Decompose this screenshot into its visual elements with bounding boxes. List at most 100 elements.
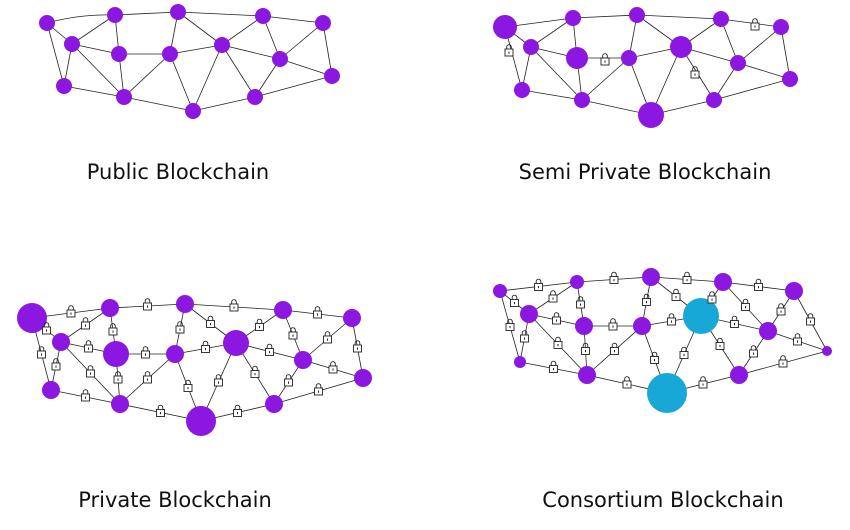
node xyxy=(162,46,178,62)
padlock-icon xyxy=(206,315,215,328)
node xyxy=(52,333,70,351)
padlock-icon xyxy=(650,351,659,364)
padlock-icon xyxy=(314,383,323,396)
padlock-icon xyxy=(690,66,700,79)
padlock-icon xyxy=(549,360,558,373)
node xyxy=(638,102,664,128)
node xyxy=(730,55,746,71)
node xyxy=(39,15,55,31)
edge xyxy=(114,11,179,16)
padlock-icon xyxy=(313,306,322,319)
edge xyxy=(713,78,791,101)
node xyxy=(578,366,596,384)
padlock-icon xyxy=(233,404,242,417)
node xyxy=(759,322,777,340)
consortium-blockchain-panel: Consortium Blockchain xyxy=(425,265,850,530)
edge xyxy=(279,58,333,77)
node xyxy=(714,273,732,291)
padlock-icon xyxy=(255,318,264,331)
padlock-icon xyxy=(552,312,561,325)
edge xyxy=(71,43,125,98)
node xyxy=(493,15,517,39)
node xyxy=(343,309,361,327)
edges xyxy=(31,303,364,422)
padlock-icon xyxy=(682,271,692,284)
padlock-icon xyxy=(741,298,750,311)
panel-caption: Public Blockchain xyxy=(86,160,270,184)
padlock-icon xyxy=(328,361,338,374)
padlock-icon xyxy=(600,53,610,66)
node xyxy=(223,330,249,356)
padlock-icon xyxy=(608,318,618,331)
edge xyxy=(581,57,630,101)
node xyxy=(575,317,593,335)
node xyxy=(565,10,581,26)
padlock-icon xyxy=(51,358,61,371)
node xyxy=(523,39,539,55)
padlock-icon xyxy=(81,389,90,402)
edge xyxy=(636,14,722,20)
node xyxy=(493,284,507,298)
padlock-icon xyxy=(793,333,802,346)
edge xyxy=(254,75,333,98)
padlock-icon xyxy=(214,374,223,387)
padlock-icon xyxy=(108,323,118,336)
node xyxy=(17,303,47,333)
node xyxy=(185,103,201,119)
padlock-icon xyxy=(576,296,585,309)
node xyxy=(520,305,538,323)
private-blockchain-panel: Private Blockchain xyxy=(0,265,425,530)
edge xyxy=(530,46,583,101)
edge xyxy=(71,43,120,55)
edge xyxy=(46,22,65,87)
padlock-icon xyxy=(622,376,632,389)
edge xyxy=(169,44,223,55)
edge xyxy=(177,11,223,46)
network-graph xyxy=(493,268,832,413)
node xyxy=(186,406,216,436)
node xyxy=(176,295,194,313)
edge xyxy=(221,15,264,46)
padlock-icon xyxy=(229,299,239,312)
padlock-icon xyxy=(671,288,681,301)
edge xyxy=(521,89,583,101)
padlock-icon xyxy=(156,404,165,417)
padlock-icon xyxy=(66,305,76,318)
node xyxy=(713,11,729,27)
panel-caption: Semi Private Blockchain xyxy=(518,160,772,184)
padlock-icon xyxy=(175,321,185,334)
node xyxy=(103,341,129,367)
padlock-icon xyxy=(642,293,651,306)
panel-caption: Private Blockchain xyxy=(78,488,272,512)
padlock-icon xyxy=(548,290,558,303)
edges xyxy=(504,14,791,116)
node xyxy=(247,89,263,105)
padlock-icon xyxy=(553,336,563,349)
padlock-icon xyxy=(37,346,46,359)
nodes xyxy=(493,7,798,128)
node xyxy=(354,369,372,387)
padlock-icon xyxy=(679,346,689,359)
padlock-icon xyxy=(510,294,519,307)
padlock-icon xyxy=(42,322,51,335)
edge xyxy=(780,26,791,80)
node xyxy=(566,47,588,69)
edges xyxy=(46,11,333,112)
padlock-icon xyxy=(778,355,788,368)
padlock-icon xyxy=(667,313,676,326)
padlock-icon xyxy=(776,303,786,316)
padlock-icon xyxy=(749,345,758,358)
node xyxy=(294,351,312,369)
nodes xyxy=(17,295,372,436)
node xyxy=(670,36,692,58)
panel-caption: Consortium Blockchain xyxy=(542,488,784,512)
node xyxy=(629,7,645,23)
nodes xyxy=(493,268,832,413)
node xyxy=(101,299,119,317)
edge xyxy=(63,85,125,98)
node xyxy=(570,275,584,289)
edge xyxy=(123,96,194,112)
node xyxy=(324,68,340,84)
node xyxy=(730,366,748,384)
semi-private-blockchain-panel: Semi Private Blockchain xyxy=(425,0,850,265)
